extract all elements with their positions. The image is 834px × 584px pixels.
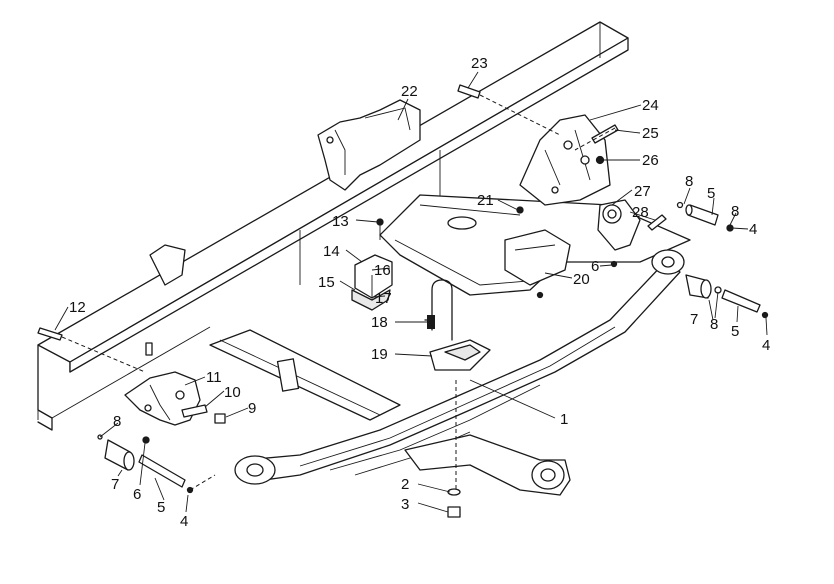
callout-12: 12 [69,299,86,316]
callout-4b: 4 [749,221,757,238]
spring-plate-19 [429,339,491,371]
callout-26: 26 [642,152,659,169]
callout-5b: 5 [707,185,715,202]
washer-2 [447,488,461,496]
callout-7a: 7 [111,476,119,493]
callout-14: 14 [323,243,340,260]
callout-8d: 8 [710,316,718,333]
leader-lines [54,71,768,513]
callout-labels: 1 2 3 4 4 4 5 5 5 6 6 7 7 8 8 8 8 9 10 1… [69,55,770,530]
callout-5a: 5 [157,499,165,516]
callout-11: 11 [206,369,222,386]
callout-22: 22 [401,83,418,100]
callout-19: 19 [371,346,388,363]
callout-4a: 4 [180,513,188,530]
callout-6b: 6 [591,258,599,275]
callout-25: 25 [642,125,659,142]
bushing-right-lower [685,274,769,319]
rubber-block-14-17 [351,254,393,311]
bolt-12 [37,327,63,341]
callout-18: 18 [371,314,388,331]
callout-8a: 8 [113,413,121,430]
bolt-12b [145,342,153,356]
bolt-10 [181,404,208,418]
callout-20: 20 [573,271,590,288]
shackle-bracket-24 [519,114,611,206]
callout-10: 10 [224,384,241,401]
callout-9: 9 [248,400,256,417]
bushing-pin-right-upper [676,201,734,232]
bolt-28 [647,214,667,231]
u-bolt-18 [424,279,453,341]
callout-23: 23 [471,55,488,72]
callout-8b: 8 [685,173,693,190]
spring-seat-20 [504,229,571,286]
axle-arm [404,434,571,496]
rear-hanger-bracket-11 [124,371,201,426]
callout-16: 16 [374,262,391,279]
drive-shaft [149,244,401,421]
bushing-pin-left [97,434,194,494]
callout-15: 15 [318,274,335,291]
callout-27: 27 [634,183,651,200]
nut-3 [447,506,461,518]
bolt-23 [457,84,481,99]
assembly-axes [61,94,616,491]
nut-6-bottom [536,291,544,299]
callout-1: 1 [560,411,568,428]
callout-4c: 4 [762,337,770,354]
callout-21: 21 [477,192,494,209]
callout-5c: 5 [731,323,739,340]
callout-8c: 8 [731,203,739,220]
callout-17: 17 [375,290,392,307]
callout-3: 3 [401,496,409,513]
callout-7b: 7 [690,311,698,328]
callout-6a: 6 [133,486,141,503]
leaf-spring-1 [234,249,685,485]
nut-9 [214,413,226,424]
frame-rail [37,21,629,431]
callout-2: 2 [401,476,409,493]
callout-13: 13 [332,213,349,230]
nut-6-right [610,260,618,268]
callout-28: 28 [632,204,649,221]
front-hanger-bracket-22 [317,99,421,191]
callout-24: 24 [642,97,659,114]
